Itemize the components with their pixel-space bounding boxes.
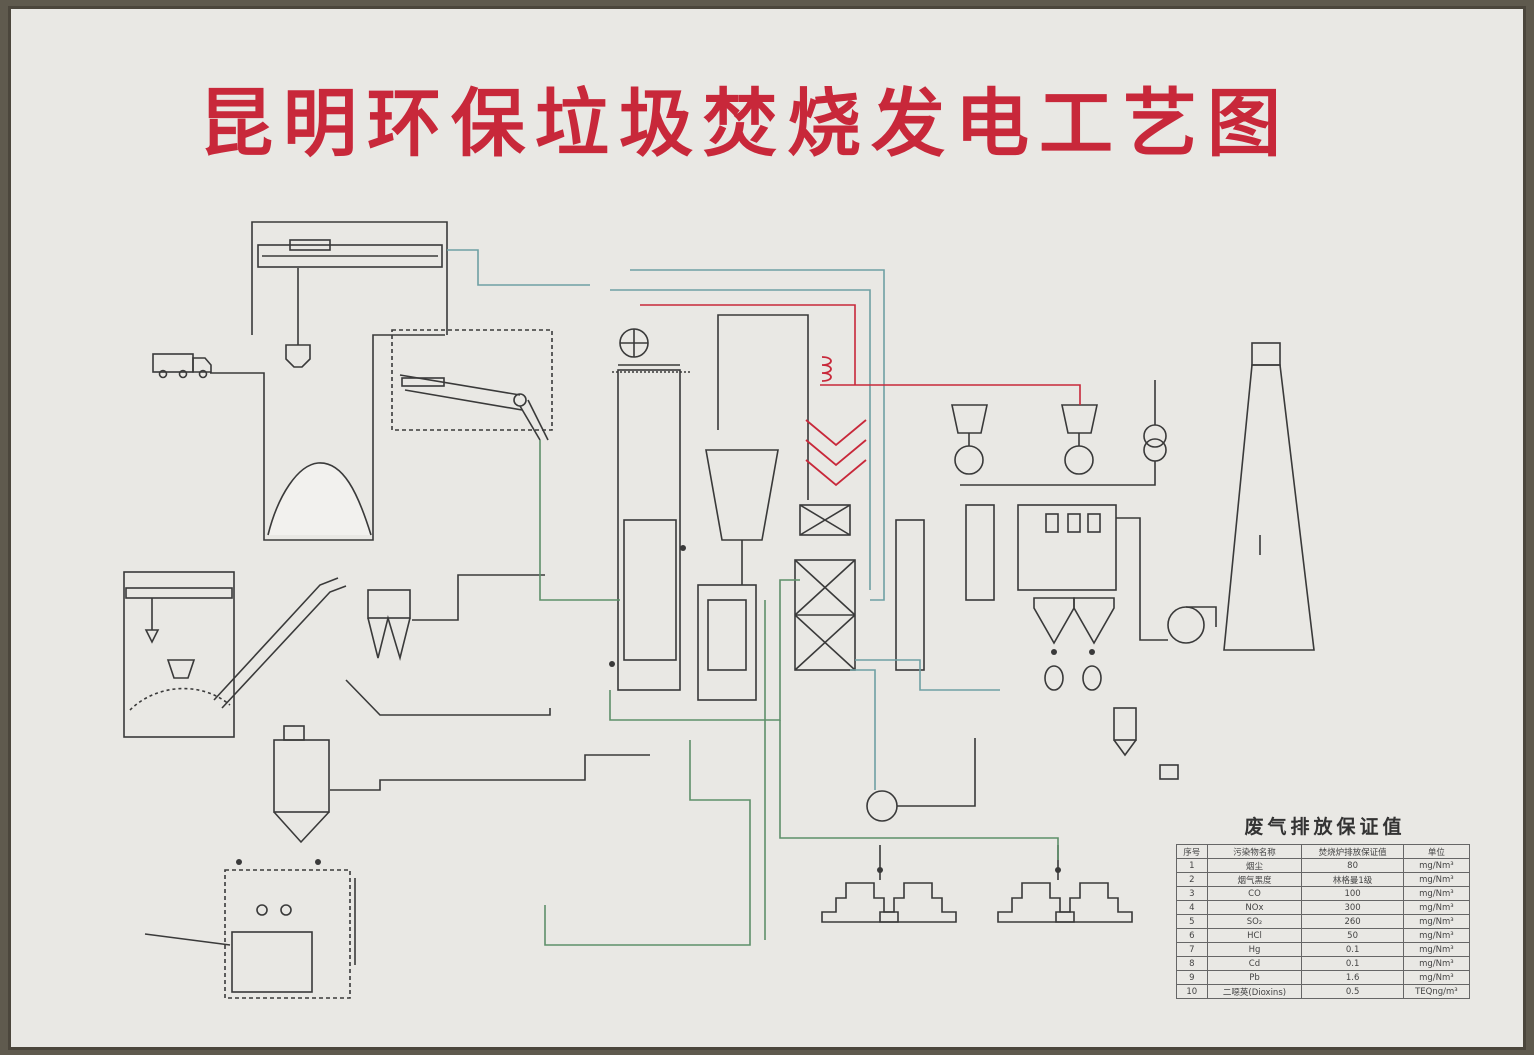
table-cell: mg/Nm³ bbox=[1402, 928, 1471, 943]
table-cell: 0.5 bbox=[1301, 984, 1404, 999]
table-cell: 260 bbox=[1301, 914, 1404, 929]
boiler bbox=[612, 328, 690, 691]
garbage-pit bbox=[210, 221, 448, 541]
secondary-fan bbox=[866, 738, 976, 822]
boiler-second-pass bbox=[697, 314, 809, 701]
table-cell: 300 bbox=[1301, 900, 1404, 915]
table-cell: 50 bbox=[1301, 928, 1404, 943]
header-cell: 序号 bbox=[1176, 844, 1208, 859]
feed-conveyor bbox=[399, 374, 549, 441]
table-cell: Cd bbox=[1206, 956, 1303, 971]
table-cell: CO bbox=[1206, 886, 1303, 901]
table-cell: 0.1 bbox=[1301, 956, 1404, 971]
table-cell: mg/Nm³ bbox=[1402, 970, 1471, 985]
lime-silo bbox=[345, 574, 551, 716]
table-cell: mg/Nm³ bbox=[1402, 942, 1471, 957]
fly-ash-silo bbox=[1113, 707, 1179, 780]
table-cell: 9 bbox=[1176, 970, 1208, 985]
table-cell: 100 bbox=[1301, 886, 1404, 901]
storage-tanks-1 bbox=[821, 845, 957, 923]
header-cell: 污染物名称 bbox=[1206, 844, 1303, 859]
table-cell: SO₂ bbox=[1206, 914, 1303, 929]
id-fan bbox=[1116, 517, 1217, 644]
table-cell: mg/Nm³ bbox=[1402, 900, 1471, 915]
table-cell: 1 bbox=[1176, 858, 1208, 873]
table-cell: 7 bbox=[1176, 942, 1208, 957]
water-treatment bbox=[144, 869, 356, 999]
pipelines bbox=[447, 249, 1081, 946]
table-cell: 二噁英(Dioxins) bbox=[1206, 984, 1303, 999]
turbine-1 bbox=[951, 404, 988, 475]
transformer bbox=[960, 380, 1167, 486]
reactor bbox=[895, 504, 995, 671]
bag-filter bbox=[1017, 504, 1117, 691]
table-cell: 4 bbox=[1176, 900, 1208, 915]
table-cell: mg/Nm³ bbox=[1402, 872, 1471, 887]
table-cell: 0.1 bbox=[1301, 942, 1404, 957]
header-cell: 焚烧炉排放保证值 bbox=[1301, 844, 1404, 859]
turbine-2 bbox=[1061, 404, 1098, 475]
diagram-title: 昆明环保垃圾焚烧发电工艺图 bbox=[199, 81, 1291, 167]
table-cell: TEQng/m³ bbox=[1402, 984, 1471, 999]
emission-table-title: 废气排放保证值 bbox=[1244, 816, 1406, 838]
chimney bbox=[1223, 342, 1315, 651]
superheater bbox=[805, 356, 867, 487]
table-cell: HCl bbox=[1206, 928, 1303, 943]
table-cell: 3 bbox=[1176, 886, 1208, 901]
storage-tanks-2 bbox=[997, 845, 1133, 923]
table-cell: Pb bbox=[1206, 970, 1303, 985]
table-cell: 10 bbox=[1176, 984, 1208, 999]
table-cell: mg/Nm³ bbox=[1402, 858, 1471, 873]
deacid-tower bbox=[794, 504, 856, 671]
ash-silo bbox=[273, 725, 650, 844]
table-cell: 5 bbox=[1176, 914, 1208, 929]
table-cell: NOx bbox=[1206, 900, 1303, 915]
valve-markers bbox=[236, 545, 1095, 873]
table-header-row: 序号 污染物名称 焚烧炉排放保证值 单位 bbox=[1176, 844, 1471, 859]
table-cell: 8 bbox=[1176, 956, 1208, 971]
table-cell: 2 bbox=[1176, 872, 1208, 887]
feed-area bbox=[391, 329, 553, 431]
table-cell: Hg bbox=[1206, 942, 1303, 957]
table-cell: 1.6 bbox=[1301, 970, 1404, 985]
table-cell: mg/Nm³ bbox=[1402, 956, 1471, 971]
table-cell: 80 bbox=[1301, 858, 1404, 873]
garbage-truck bbox=[152, 353, 212, 379]
table-cell: 烟尘 bbox=[1206, 858, 1303, 873]
table-cell: 6 bbox=[1176, 928, 1208, 943]
table-cell: mg/Nm³ bbox=[1402, 886, 1471, 901]
header-cell: 单位 bbox=[1402, 844, 1471, 859]
table-cell: 烟气黑度 bbox=[1206, 872, 1303, 887]
table-cell: mg/Nm³ bbox=[1402, 914, 1471, 929]
table-cell: 林格曼1级 bbox=[1301, 872, 1404, 887]
slag-pit bbox=[123, 571, 347, 738]
